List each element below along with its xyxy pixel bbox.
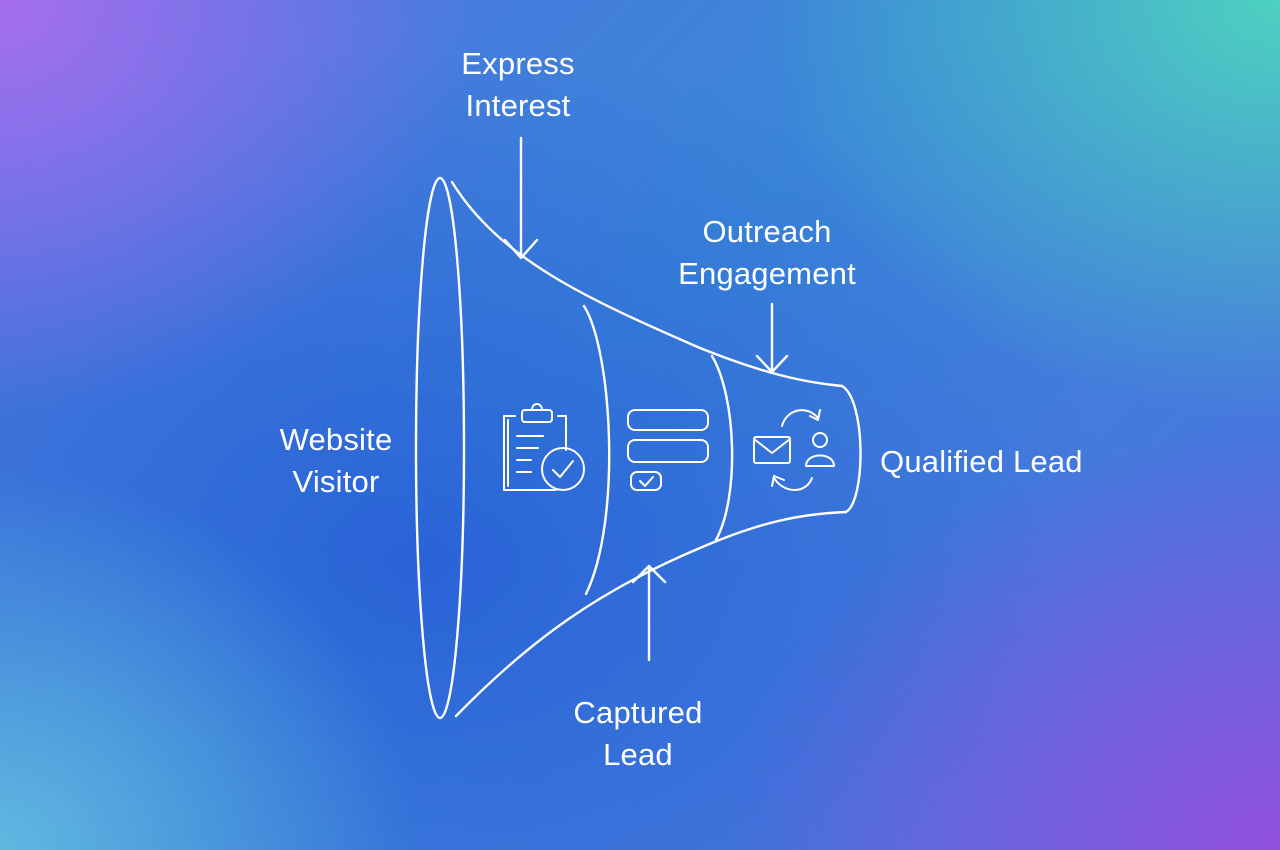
label-express-interest-line-1: Express	[461, 46, 575, 81]
funnel-divider-1	[582, 304, 611, 596]
label-website-visitor-line-1: Website	[279, 422, 393, 457]
label-outreach-engagement-line-2: Engagement	[678, 256, 856, 291]
label-outreach-engagement-line-1: Outreach	[702, 214, 832, 249]
label-qualified-lead: Qualified Lead	[880, 441, 1120, 483]
funnel-top-edge	[450, 180, 844, 388]
label-express-interest-line-2: Interest	[465, 88, 571, 123]
email-sync-person-icon	[753, 409, 835, 491]
funnel-narrow-end	[840, 384, 862, 514]
label-website-visitor: Website Visitor	[238, 419, 434, 503]
label-express-interest: Express Interest	[420, 43, 616, 127]
clipboard-check-icon	[503, 403, 585, 491]
arrow-captured-lead	[631, 564, 667, 662]
form-fields-icon	[627, 409, 709, 491]
label-captured-lead-line-1: Captured	[573, 695, 703, 730]
label-outreach-engagement: Outreach Engagement	[660, 211, 874, 295]
label-website-visitor-line-2: Visitor	[292, 464, 380, 499]
funnel-mouth	[414, 176, 466, 720]
funnel-divider-2	[710, 354, 734, 542]
label-qualified-lead-line-1: Qualified Lead	[880, 444, 1083, 479]
arrow-express-interest	[503, 136, 539, 260]
label-captured-lead: Captured Lead	[540, 692, 736, 776]
arrow-outreach-engagement	[755, 302, 789, 374]
label-captured-lead-line-2: Lead	[603, 737, 673, 772]
funnel-bottom-edge	[454, 510, 848, 718]
